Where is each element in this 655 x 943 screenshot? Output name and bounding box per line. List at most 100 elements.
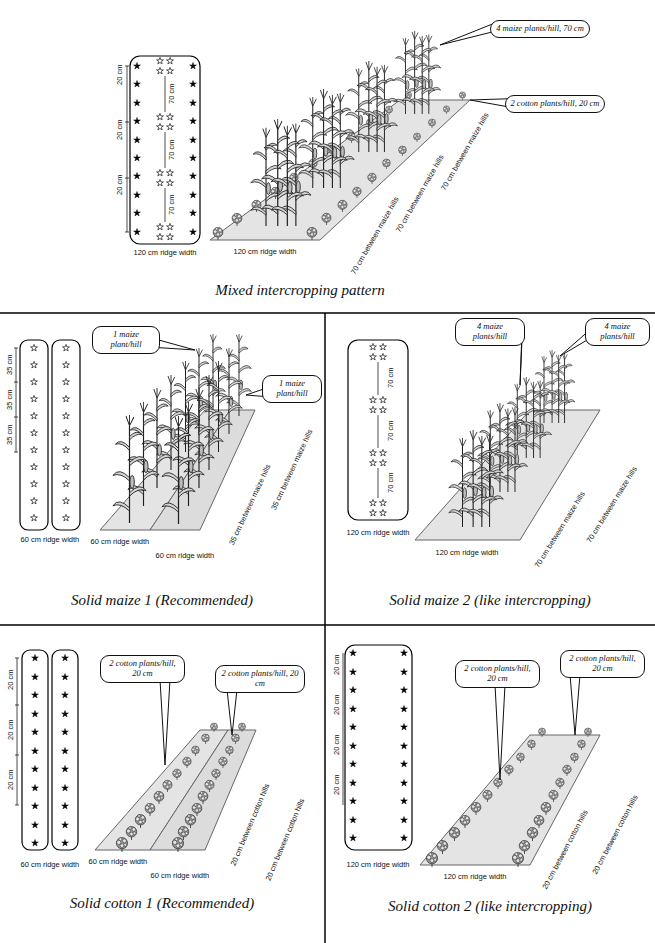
- dimension-label: 60 cm ridge width: [90, 538, 151, 546]
- cotton-star: [401, 723, 408, 729]
- dimension-label: 20 cm between cotton hills: [541, 808, 590, 891]
- maize-star: [167, 113, 174, 119]
- dimension-line: [125, 122, 129, 123]
- callout-bubble: 2 cotton plants/hill, 20 cm: [100, 655, 185, 683]
- cotton-star: [32, 710, 39, 716]
- maize-star: [63, 395, 70, 401]
- cotton-star: [62, 821, 69, 827]
- callout-text: 2 cotton plants/hill, 20 cm: [105, 659, 180, 679]
- cotton-plant: [505, 765, 513, 776]
- cotton-star: [62, 673, 69, 679]
- dimension-line: [14, 348, 18, 452]
- cotton-plant: [185, 815, 196, 829]
- cotton-plant: [154, 791, 164, 804]
- cotton-star: [62, 728, 69, 734]
- maize-star: [167, 179, 174, 185]
- dimension-label: 70 cm: [387, 472, 395, 494]
- callout-bubble: 1 maize plant/hill: [92, 326, 160, 354]
- callout-text: 2 cotton plants/hill, 20 cm: [565, 654, 640, 674]
- dimension-line: [378, 468, 379, 498]
- dimension-line: [378, 362, 379, 498]
- cotton-star: [32, 747, 39, 753]
- plan-view: [348, 340, 408, 520]
- dimension-line: [15, 755, 19, 756]
- maize-star: [380, 449, 387, 455]
- dimension-label: 120 cm ridge width: [346, 861, 411, 869]
- cotton-star: [32, 654, 39, 660]
- field-3d: [95, 723, 256, 852]
- dimension-label: 60 cm ridge width: [155, 552, 216, 560]
- cotton-plant: [483, 790, 492, 802]
- maize-star: [157, 223, 164, 229]
- cotton-star: [350, 779, 357, 785]
- plan-view: [348, 340, 408, 520]
- plan-view: [130, 56, 200, 244]
- dimension-label: 70 cm between maize hills: [394, 153, 445, 235]
- cotton-plant: [163, 780, 172, 792]
- cotton-star: [134, 117, 141, 123]
- cotton-plant: [145, 803, 155, 816]
- dimension-label: 35 cm: [6, 389, 14, 411]
- maize-star: [31, 344, 70, 520]
- plan-view: [22, 650, 48, 850]
- maize-star: [370, 449, 377, 455]
- maize-plant: [172, 361, 200, 452]
- cotton-star: [350, 649, 408, 840]
- cotton-star: [32, 654, 69, 845]
- cotton-star: [401, 705, 408, 711]
- cotton-plant: [172, 838, 183, 852]
- panel-caption: Solid cotton 2 (like intercropping): [388, 898, 592, 915]
- maize-star: [157, 67, 164, 73]
- cotton-star: [401, 686, 408, 692]
- cotton-plant: [213, 92, 466, 240]
- dimension-line: [125, 66, 129, 67]
- cotton-plant: [494, 778, 502, 789]
- cotton-plant: [232, 734, 240, 744]
- dimension-line: [15, 658, 19, 805]
- callout-tail: [440, 24, 493, 45]
- maize-star: [63, 514, 70, 520]
- plan-view: [345, 645, 412, 850]
- plan-view: [343, 645, 412, 850]
- cotton-star: [134, 62, 141, 68]
- dimension-label: 120 cm ridge width: [443, 873, 508, 881]
- cotton-star: [32, 765, 39, 771]
- cotton-star: [190, 191, 197, 197]
- dimension-label: 70 cm: [387, 420, 395, 442]
- cotton-plant: [239, 723, 246, 732]
- cotton-star: [350, 742, 357, 748]
- cotton-star: [134, 154, 141, 160]
- maize-star: [167, 67, 174, 73]
- dimension-label: 20 cm: [7, 669, 15, 691]
- maize-star: [157, 113, 164, 119]
- cotton-star: [62, 765, 69, 771]
- cotton-star: [134, 80, 141, 86]
- dimension-label: 70 cm between maize hills: [349, 195, 400, 277]
- cotton-star: [62, 802, 69, 808]
- dimension-line: [343, 653, 344, 805]
- callout-text: 1 maize plant/hill: [97, 330, 155, 350]
- cotton-star: [350, 723, 357, 729]
- maize-star: [63, 463, 70, 469]
- cotton-star: [401, 649, 408, 655]
- callout-text: 2 cotton plants/hill, 20 cm: [220, 669, 300, 689]
- callout-bubble: 2 cotton plants/hill, 20 cm: [455, 660, 540, 688]
- cotton-star: [350, 816, 357, 822]
- callout-tail: [157, 340, 195, 350]
- cotton-plant: [528, 740, 536, 750]
- maize-star: [31, 514, 38, 520]
- dimension-label: 70 cm between maize hills: [533, 490, 587, 570]
- callout-tail: [495, 685, 505, 780]
- cotton-plant: [563, 765, 571, 776]
- cotton-plant: [426, 853, 437, 867]
- dimension-label: 35 cm between maize hills: [228, 462, 273, 547]
- callout-text: 2 cotton plants/hill, 20 cm: [460, 664, 535, 684]
- cotton-plant: [211, 723, 218, 732]
- cotton-plant: [534, 815, 544, 828]
- dimension-line: [125, 232, 129, 233]
- dimension-line: [343, 653, 344, 805]
- cotton-plant: [429, 119, 436, 128]
- cotton-star: [401, 779, 408, 785]
- plan-view: [52, 340, 80, 530]
- cotton-star: [134, 209, 141, 215]
